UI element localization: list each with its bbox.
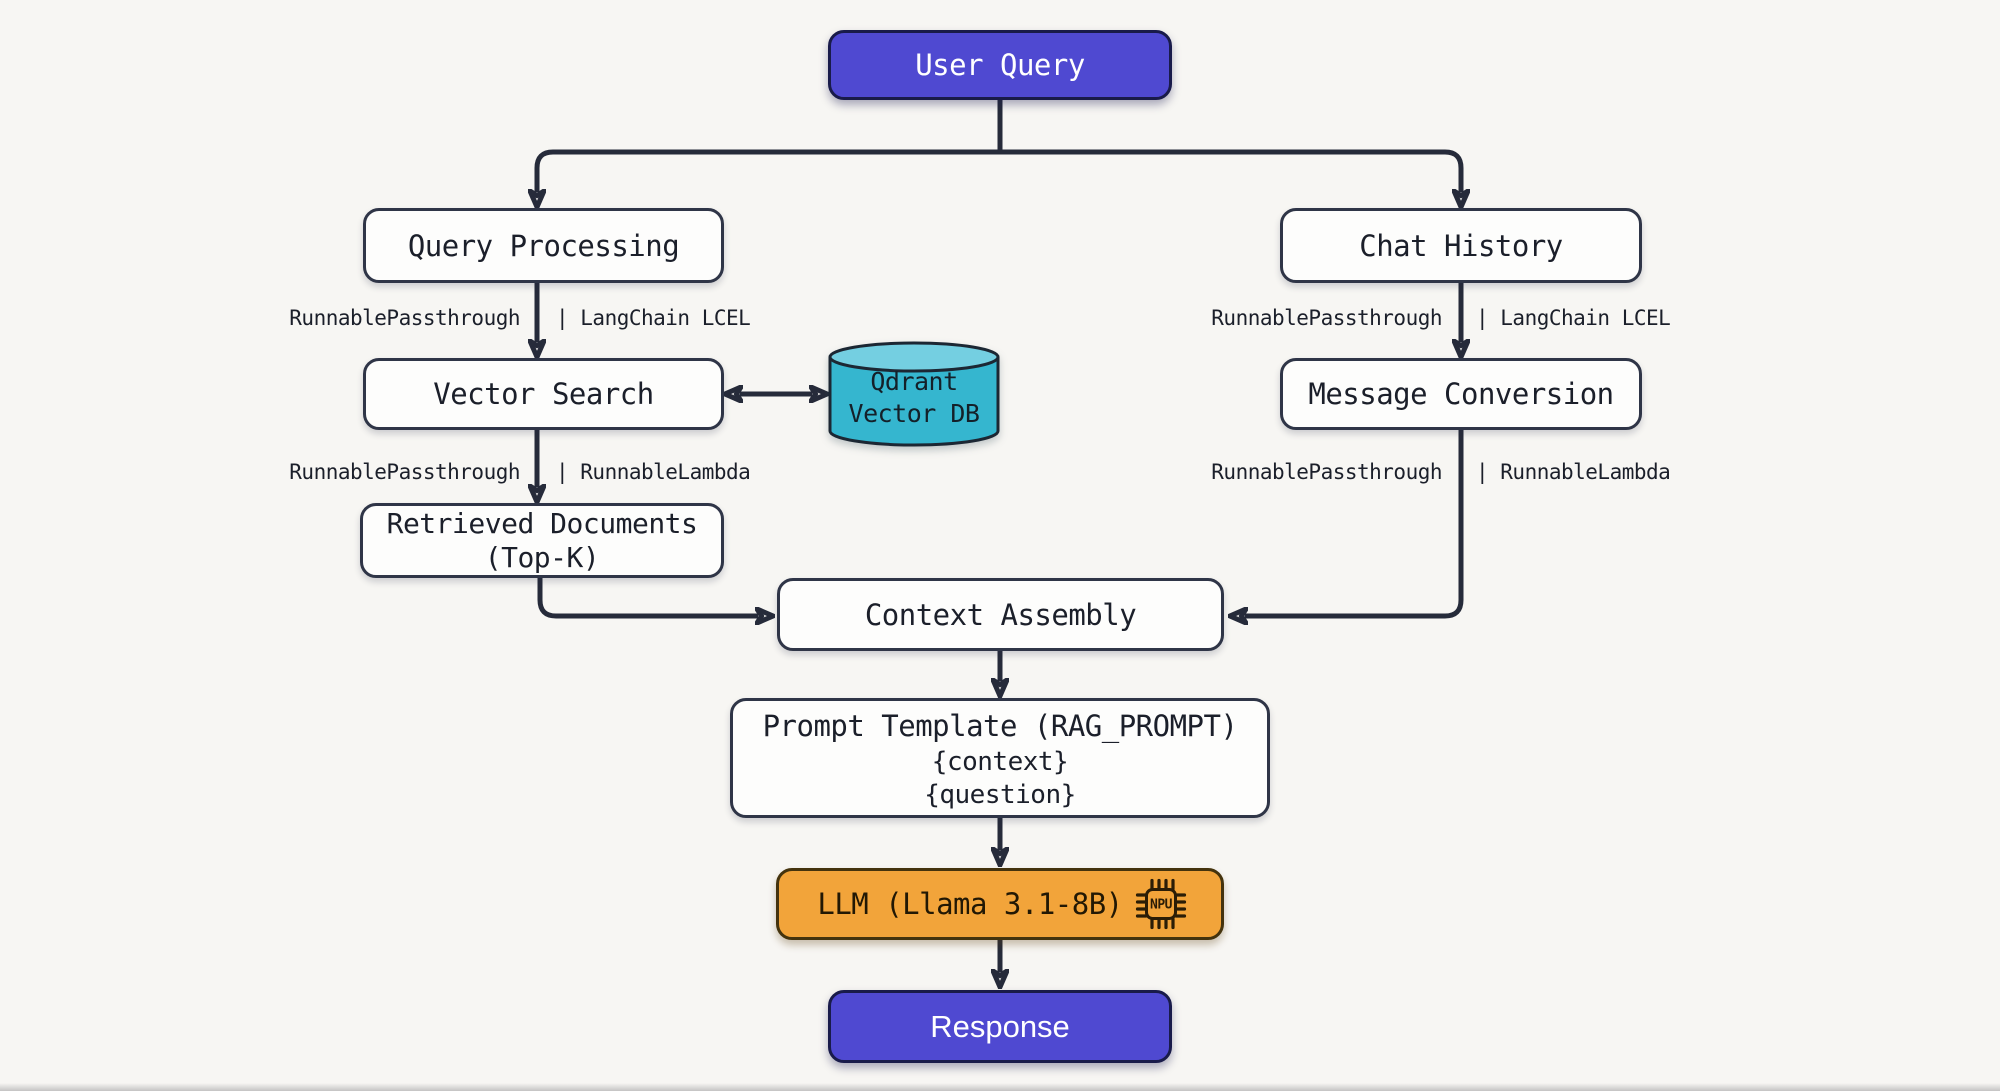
edge-label-left-lower-post: | RunnableLambda (556, 460, 751, 484)
edge-label-right-lower-post: | RunnableLambda (1476, 460, 1671, 484)
node-user-query: User Query (828, 30, 1172, 100)
edge-label-right-upper-pre: RunnablePassthrough (1211, 306, 1442, 330)
node-query-processing: Query Processing (363, 208, 724, 283)
node-llm: LLM (Llama 3.1-8B) NPU (776, 868, 1224, 940)
node-retrieved-documents: Retrieved Documents (Top-K) (360, 503, 724, 578)
edge-retrieved-docs-to-context-assembly (537, 576, 758, 616)
node-prompt-template: Prompt Template (RAG_PROMPT) {context} {… (730, 698, 1270, 818)
node-message-conversion: Message Conversion (1280, 358, 1642, 430)
npu-chip-label: NPU (1150, 898, 1173, 913)
node-user-query-label: User Query (915, 48, 1085, 82)
node-chat-history-label: Chat History (1359, 228, 1563, 263)
node-retrieved-documents-line1: Retrieved Documents (386, 506, 698, 540)
node-prompt-template-line2: {context} (931, 747, 1069, 777)
qdrant-label-line2: Vector DB (848, 399, 980, 428)
qdrant-label-line1: Qdrant (870, 367, 958, 396)
edge-message-conversion-to-context-assembly (1245, 430, 1464, 616)
node-vector-search: Vector Search (363, 358, 724, 430)
edge-label-right-lower-pre: RunnablePassthrough (1211, 460, 1442, 484)
node-llm-label: LLM (Llama 3.1-8B) (817, 887, 1123, 921)
edge-label-left-upper-pre: RunnablePassthrough (289, 306, 520, 330)
node-query-processing-label: Query Processing (407, 228, 680, 263)
node-prompt-template-line1: Prompt Template (RAG_PROMPT) (762, 709, 1238, 743)
npu-chip-icon: NPU (1135, 878, 1186, 930)
edge-split-right (1000, 149, 1461, 192)
node-response: Response (828, 990, 1172, 1063)
node-response-label: Response (930, 1008, 1070, 1044)
node-prompt-template-line3: {question} (924, 780, 1076, 810)
node-context-assembly-label: Context Assembly (864, 597, 1137, 632)
database-cylinder-icon (828, 341, 1000, 447)
node-message-conversion-label: Message Conversion (1308, 377, 1614, 411)
edge-label-right-upper-post: | LangChain LCEL (1476, 306, 1671, 330)
edge-label-left-lower-pre: RunnablePassthrough (289, 460, 520, 484)
edge-label-left-upper-post: | LangChain LCEL (556, 306, 751, 330)
node-qdrant-vector-db: Qdrant Vector DB (827, 340, 1001, 448)
node-chat-history: Chat History (1280, 208, 1642, 283)
edge-split-left (537, 149, 1000, 192)
node-retrieved-documents-line2: (Top-K) (484, 540, 600, 574)
node-vector-search-label: Vector Search (433, 377, 654, 411)
node-context-assembly: Context Assembly (777, 578, 1224, 651)
photo-bottom-edge (0, 1083, 2000, 1091)
